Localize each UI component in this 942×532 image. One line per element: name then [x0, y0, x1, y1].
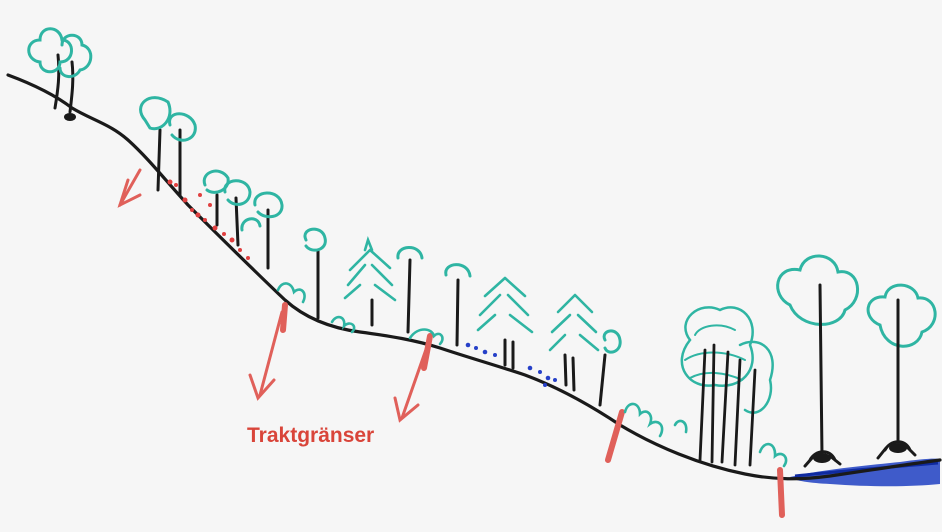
boundary-arrow-icon — [117, 168, 142, 208]
spruce-tree-icon — [343, 236, 397, 302]
blueberries — [465, 342, 557, 387]
spruce-tree-icon — [548, 293, 600, 352]
spruce-trunks — [503, 338, 576, 392]
boundary-caption: Traktgränser — [247, 424, 375, 447]
boundary-marker-icon — [777, 467, 785, 518]
boundary-marker-icon — [280, 302, 288, 333]
deciduous-tree-icon — [866, 283, 937, 460]
deciduous-tree-icon — [139, 96, 197, 197]
willow-tree-icon — [680, 306, 774, 467]
deciduous-tree-icon — [776, 254, 860, 468]
spruce-tree-icon — [476, 276, 534, 334]
ground-vegetation — [276, 282, 788, 468]
boundary-arrow-icon — [248, 310, 284, 401]
boundary-marker-icon — [421, 333, 433, 371]
ground-line — [6, 73, 942, 481]
berries — [167, 179, 250, 260]
deciduous-tree-icon — [27, 27, 93, 121]
deciduous-tree-icon — [303, 227, 472, 347]
tree-trunks — [598, 329, 622, 407]
boundary-marker-icon — [605, 409, 625, 463]
deciduous-tree-icon — [202, 169, 284, 270]
